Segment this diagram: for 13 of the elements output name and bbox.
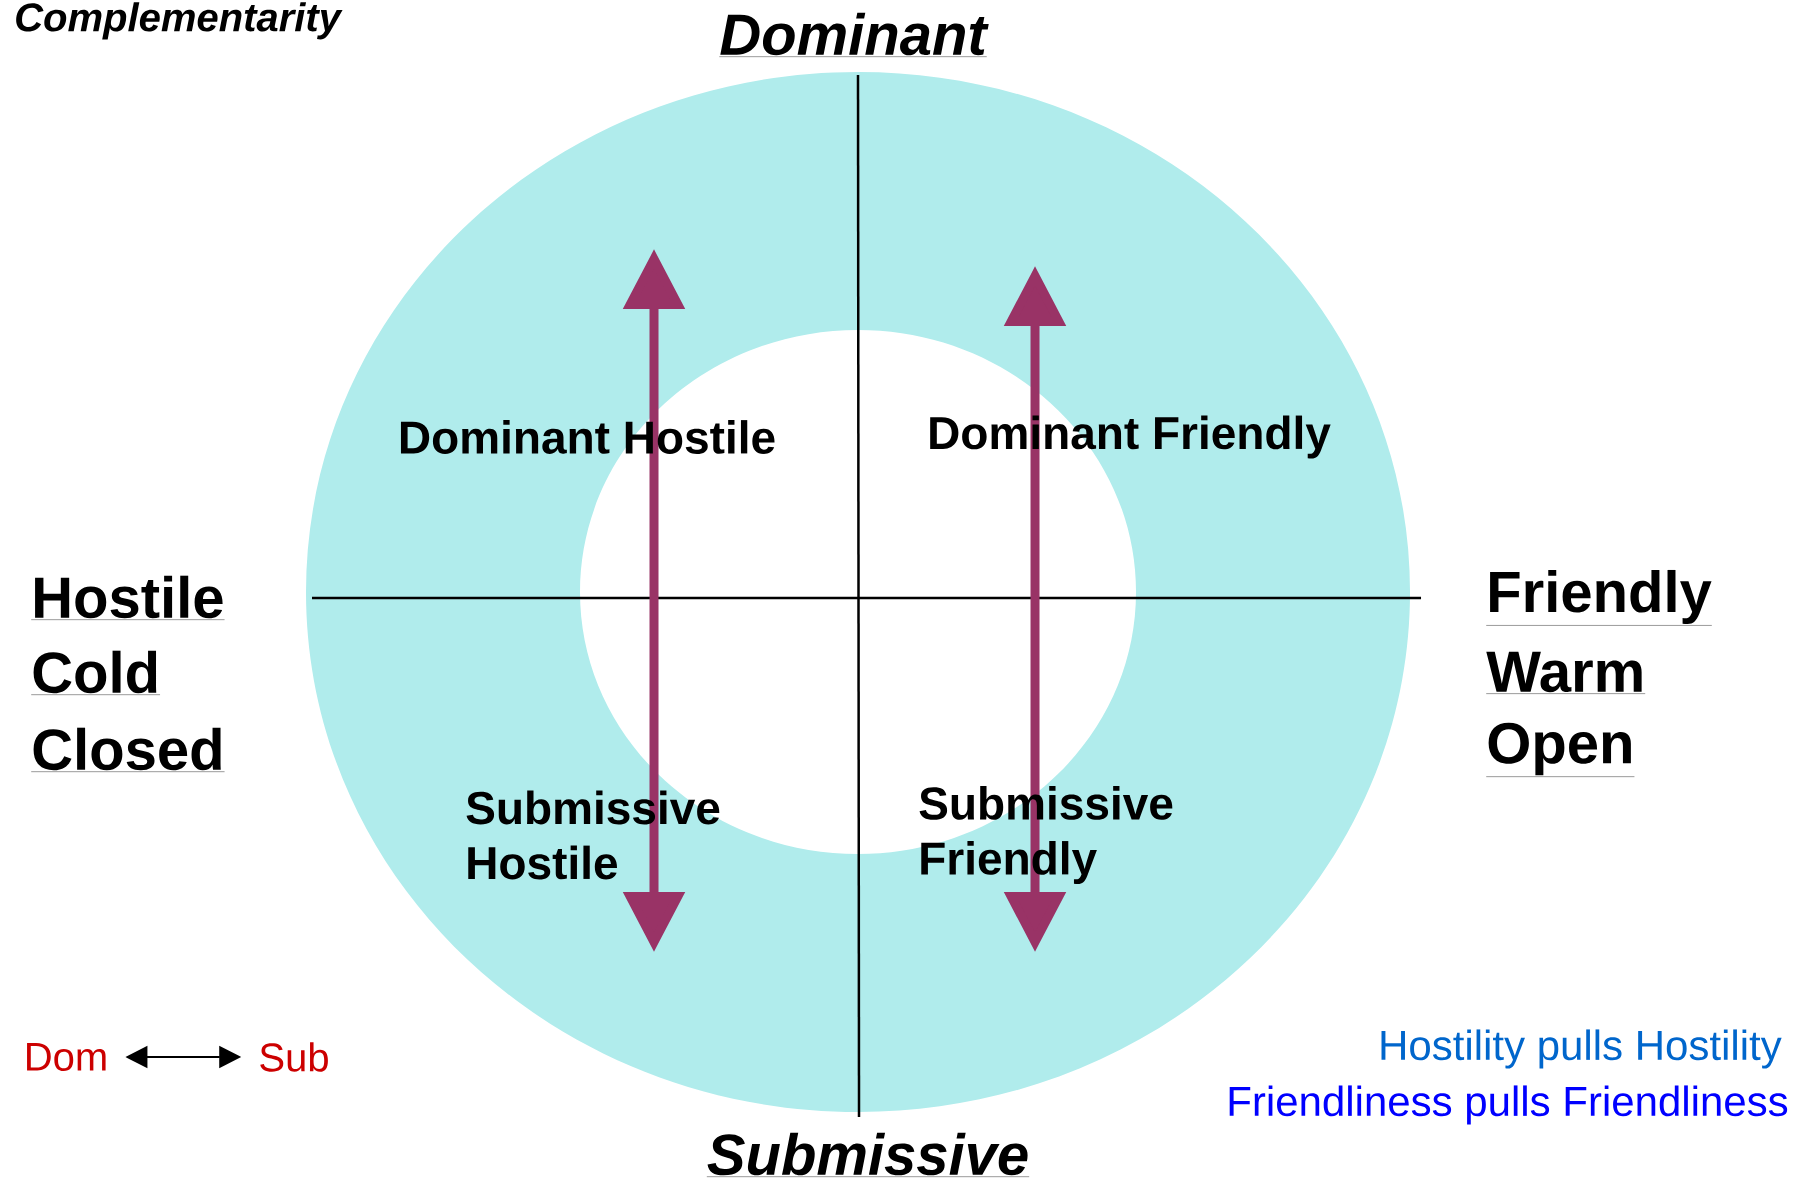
- axis-heading: Warm: [1486, 651, 1646, 694]
- axis-heading: Closed: [31, 727, 225, 772]
- note-text: Friendliness pulls Friendliness: [1229, 1085, 1788, 1125]
- note-text: Hostility pulls Hostility: [1381, 1029, 1782, 1069]
- axis-heading: Friendly: [1486, 569, 1712, 626]
- text-label: Dom: [27, 1043, 106, 1071]
- axis-heading: Open: [1486, 722, 1635, 777]
- axis-heading: Hostile: [31, 575, 225, 620]
- axis-heading: Dominant: [719, 12, 989, 57]
- title: Complementarity: [16, 2, 343, 40]
- axis-heading: Cold: [31, 650, 161, 695]
- axis-heading: Submissive: [706, 1132, 1030, 1177]
- text-label: Sub: [260, 1042, 328, 1072]
